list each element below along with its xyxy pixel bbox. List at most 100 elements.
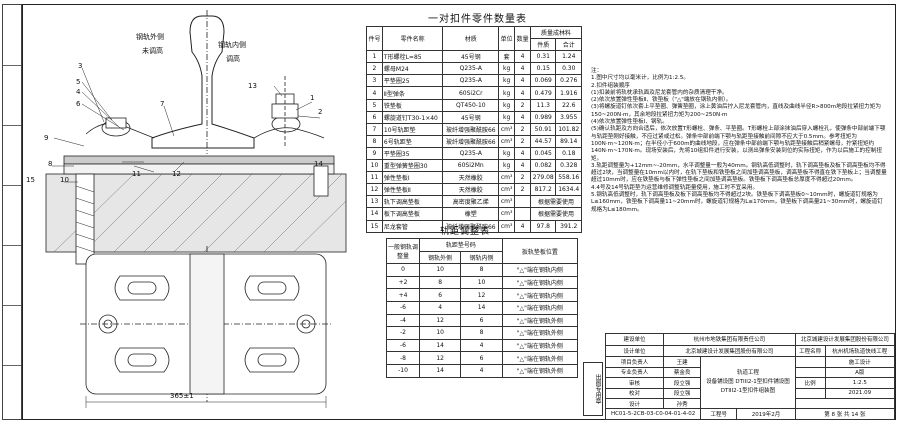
parts-cell: 0.069: [530, 74, 557, 88]
parts-cell: [514, 207, 532, 221]
parts-cell: 13: [366, 195, 383, 209]
parts-cell: 15: [366, 219, 383, 233]
parts-cell: 4: [514, 50, 532, 64]
gauge-cell: 8: [460, 326, 503, 340]
gauge-cell: "△"端在钢轨外侧: [501, 351, 579, 365]
parts-cell: 4: [514, 74, 532, 88]
parts-cell: 97.8: [530, 219, 557, 233]
parts-cell: 4: [514, 110, 532, 124]
parts-cell: 50.91: [530, 122, 557, 136]
parts-cell: cm³: [498, 219, 516, 233]
parts-cell: 螺母M24: [381, 62, 444, 76]
parts-cell: cm³: [498, 195, 516, 209]
parts-cell: kg: [498, 159, 516, 173]
parts-cell: 11.3: [530, 98, 557, 112]
note-line: (2)依次放置弹性垫板Ⅱ、铁垫板（"△"端放在钢轨内侧）。: [591, 97, 732, 104]
parts-cell: 根据需要使用: [530, 207, 582, 221]
gauge-header: 扳轨垫板位置: [501, 237, 579, 265]
parts-cell: 60Si2Mn: [442, 159, 500, 173]
parts-cell: 2: [514, 171, 532, 185]
parts-cell: 平垫圈25: [381, 74, 444, 88]
parts-subheader: 件质: [530, 38, 557, 52]
version-label: [794, 366, 826, 379]
parts-cell: 0.328: [555, 159, 582, 173]
note-line: (3)将螺旋道钉依次套上平垫圈、弹簧垫圈，涂上黄油后拧入尼龙套管内，直线及曲线半…: [591, 104, 881, 118]
gauge-subheader: 钢轨内侧: [460, 250, 503, 265]
parts-cell: cm³: [498, 183, 516, 197]
label-outer: 钢轨外侧: [136, 33, 164, 41]
parts-cell: 2: [514, 134, 532, 148]
callout-13: 13: [248, 82, 257, 90]
title-block: 建设单位 杭州市地铁集团有限责任公司 北京城建设计发展集团股份有限公司 设计单位…: [604, 333, 896, 420]
gauge-cell: 12: [418, 351, 462, 365]
parts-header: 件号: [366, 25, 383, 52]
parts-header: 零件名称: [381, 25, 444, 52]
gauge-cell: -10: [386, 363, 420, 378]
parts-cell: 4: [514, 219, 532, 233]
phase-label: [794, 356, 826, 368]
parts-cell: 1634.4: [555, 183, 582, 197]
parts-cell: 0.082: [530, 159, 557, 173]
parts-cell: 2: [514, 98, 532, 112]
parts-cell: 天然橡胶: [442, 183, 500, 197]
gauge-cell: "△"端在钢轨外侧: [501, 363, 579, 378]
parts-header: 材质: [442, 25, 500, 52]
parts-cell: 尼龙套管: [381, 219, 444, 233]
role-4: 校对: [604, 387, 665, 400]
year-label: [794, 387, 826, 400]
fastener-drawing: [45, 10, 347, 408]
parts-cell: 45号钢: [442, 50, 500, 64]
parts-cell: 10号轨距垫: [381, 122, 444, 136]
approval-stamp: 出图专用章: [583, 362, 603, 416]
note-line: (4)依次放置弹性垫板Ⅰ、钢轨。: [591, 119, 668, 126]
drawing-title-3: DTIII2-1型扣件铺设图: [735, 379, 790, 386]
parts-cell: 螺旋道钉T30-1×40: [381, 110, 444, 124]
parts-cell: 11: [366, 171, 383, 185]
gauge-cell: 12: [418, 313, 462, 328]
callout-11: 11: [132, 170, 141, 178]
gauge-cell: 14: [460, 300, 503, 315]
gauge-cell: 8: [418, 275, 462, 290]
note-line: 5.钢轨高低调整时，轨下调高垫板及板下调高垫板均不得超过2块。铁垫板下调高垫板0…: [591, 192, 883, 213]
drawing-frame: [22, 4, 896, 420]
parts-cell: 817.2: [530, 183, 557, 197]
callout-2: 2: [318, 108, 323, 116]
drawing-title-2: 设备铺设图: [706, 379, 734, 386]
parts-cell: 平垫圈35: [381, 146, 444, 161]
build-unit-label: 建设单位: [604, 333, 665, 346]
parts-cell: 根据需要使用: [530, 195, 582, 209]
scale-label: 比例: [794, 377, 826, 389]
gauge-cell: 6: [460, 351, 503, 365]
binding-strip: [2, 4, 22, 420]
parts-cell: 5: [366, 98, 383, 112]
parts-cell: cm³: [498, 171, 516, 185]
parts-cell: [514, 195, 532, 209]
parts-cell: 7: [366, 122, 383, 136]
parts-cell: 天然橡胶: [442, 171, 500, 185]
parts-cell: 8: [366, 134, 383, 148]
parts-cell: 10: [366, 159, 383, 173]
parts-cell: 391.2: [555, 219, 582, 233]
parts-cell: 6号轨距垫: [381, 134, 444, 148]
label-outer-sub: 未调高: [142, 47, 163, 55]
gauge-cell: -4: [386, 313, 420, 328]
design-unit-label: 设计单位: [604, 344, 665, 358]
parts-cell: cm³: [498, 122, 516, 136]
parts-cell: 4: [514, 159, 532, 173]
signature-1: 王建: [663, 356, 702, 368]
gauge-header: 轨距垫号码: [419, 238, 503, 252]
phase: 施工设计: [824, 356, 896, 368]
gauge-table-title: 轨距调整表: [440, 227, 491, 237]
gauge-cell: 12: [460, 288, 503, 302]
